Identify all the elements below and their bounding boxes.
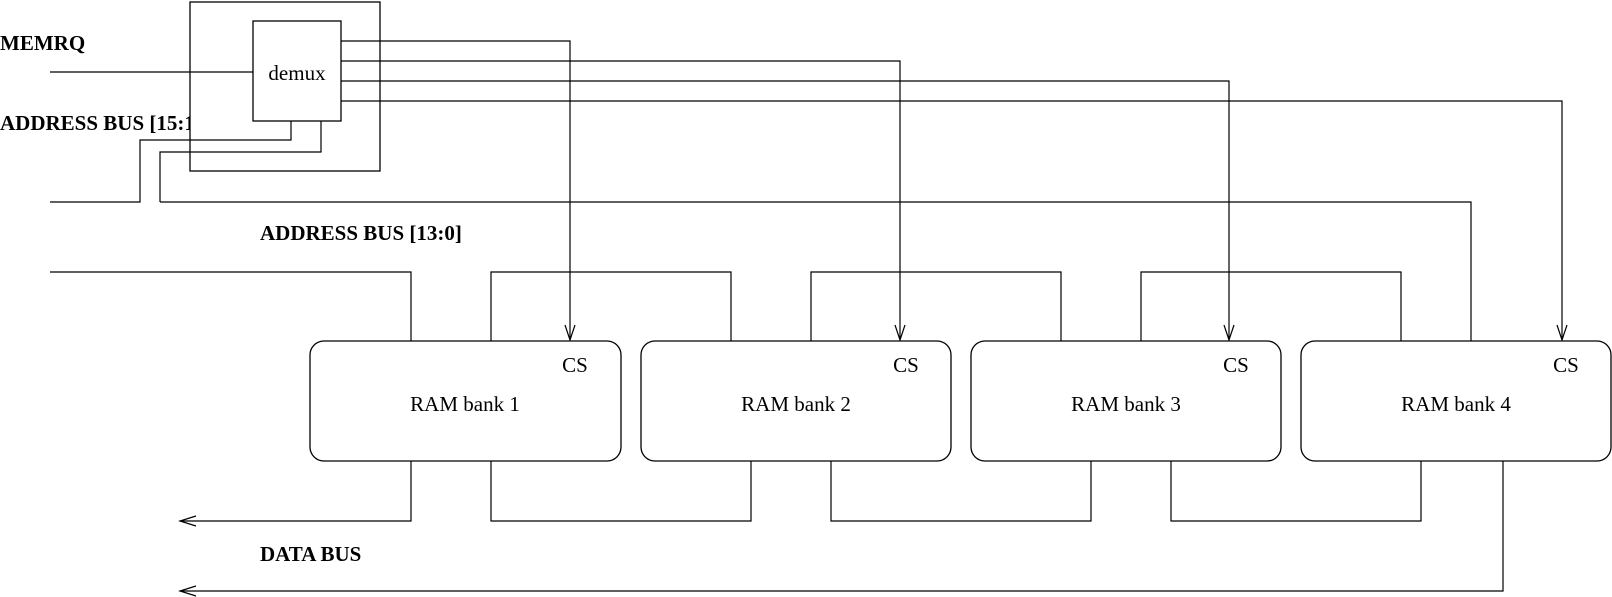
ram-bank-1-box bbox=[309, 340, 622, 462]
address-high-wire-1 bbox=[50, 120, 292, 203]
ram-bank-2: CS RAM bank 2 bbox=[640, 340, 952, 462]
address-link-3-4 bbox=[1140, 271, 1402, 341]
ram-bank-1: CS RAM bank 1 bbox=[309, 340, 622, 462]
address-high-wire-2 bbox=[159, 120, 322, 202]
ram-bank-2-label: RAM bank 2 bbox=[741, 392, 851, 416]
data-link-1-2 bbox=[490, 461, 752, 522]
ram-bank-3-cs-label: CS bbox=[1223, 353, 1249, 377]
address-link-2-3 bbox=[810, 271, 1062, 341]
ram-bank-4-label: RAM bank 4 bbox=[1401, 392, 1511, 416]
data-link-3-4 bbox=[1170, 461, 1422, 522]
cs-select-line-2 bbox=[341, 60, 901, 340]
cs-arrow-1 bbox=[564, 324, 576, 342]
cs-arrow-3 bbox=[1223, 324, 1235, 342]
ram-bank-4-cs-label: CS bbox=[1553, 353, 1579, 377]
cs-select-line-1 bbox=[341, 40, 571, 340]
ram-bank-3-label: RAM bank 3 bbox=[1071, 392, 1181, 416]
cs-arrow-2 bbox=[894, 324, 906, 342]
address-low-bus bbox=[50, 271, 412, 341]
cs-arrow-4 bbox=[1556, 324, 1568, 342]
ram-bank-1-cs-label: CS bbox=[562, 353, 588, 377]
cs-select-line-3 bbox=[341, 80, 1230, 340]
ram-bank-1-label: RAM bank 1 bbox=[410, 392, 520, 416]
ram-bank-3-box bbox=[970, 340, 1282, 462]
data-bus-output-2 bbox=[180, 461, 1504, 592]
demux-box bbox=[252, 20, 342, 122]
data-bus-output-1 bbox=[180, 461, 412, 522]
ram-bank-2-cs-label: CS bbox=[893, 353, 919, 377]
address-low-label: ADDRESS BUS [13:0] bbox=[260, 221, 462, 245]
ram-bank-3: CS RAM bank 3 bbox=[970, 340, 1282, 462]
data-bus-arrow-1 bbox=[177, 515, 197, 527]
demux-label: demux bbox=[268, 61, 326, 85]
ram-bank-2-box bbox=[640, 340, 952, 462]
address-high-label: ADDRESS BUS [15:14] bbox=[0, 111, 212, 135]
data-link-2-3 bbox=[830, 461, 1092, 522]
address-high-to-bank4 bbox=[160, 201, 1472, 341]
data-bus-label: DATA BUS bbox=[260, 542, 361, 566]
ram-bank-4-box bbox=[1300, 340, 1612, 462]
memrq-label: MEMRQ bbox=[0, 31, 85, 55]
data-bus-arrow-2 bbox=[177, 585, 197, 597]
cs-select-line-4 bbox=[341, 100, 1563, 340]
ram-bank-4: CS RAM bank 4 bbox=[1300, 340, 1612, 462]
address-link-1-2 bbox=[490, 271, 732, 341]
